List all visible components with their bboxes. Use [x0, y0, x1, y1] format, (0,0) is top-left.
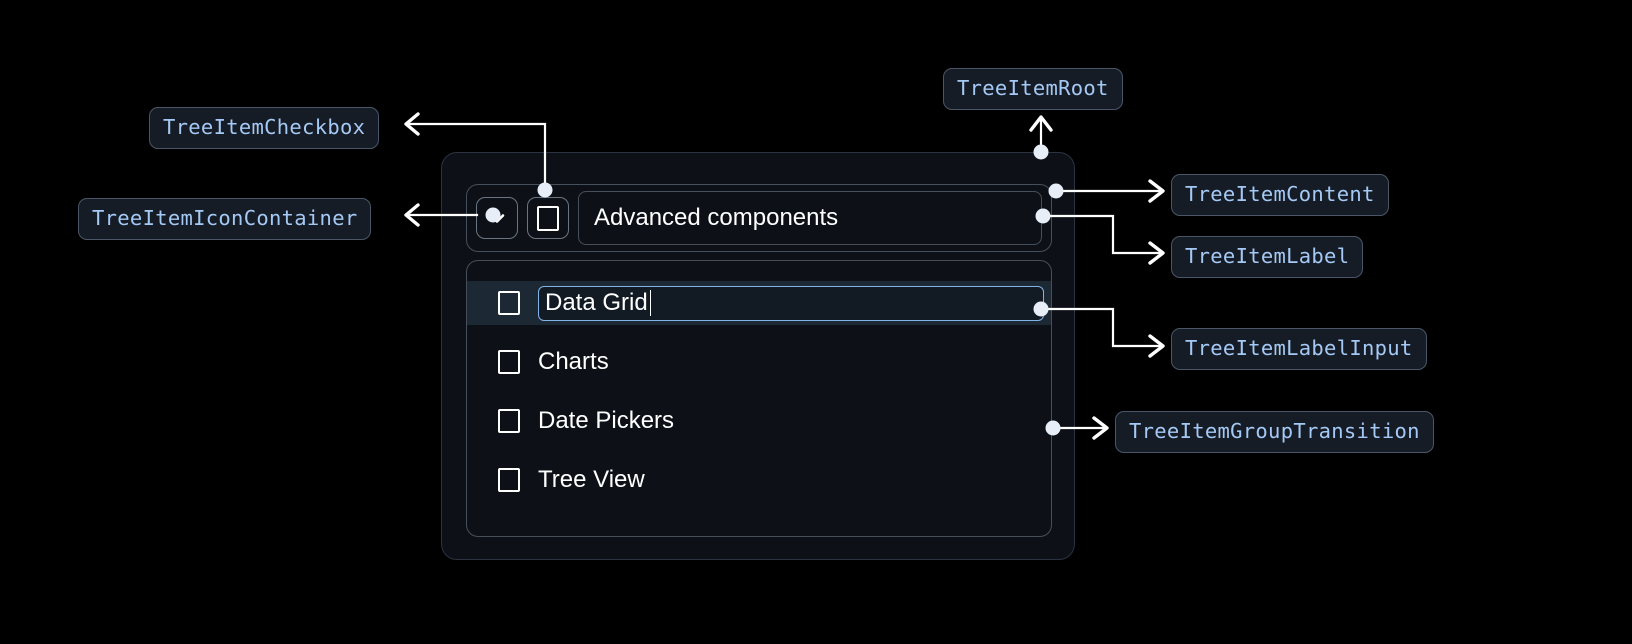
- tree-item-content[interactable]: Advanced components: [466, 184, 1052, 252]
- tree-item-root[interactable]: Advanced components Data Grid Charts Dat…: [441, 152, 1075, 560]
- tree-item-group-transition: Data Grid Charts Date Pickers Tree View: [466, 260, 1052, 537]
- annotation-tree-item-content: TreeItemContent: [1171, 174, 1389, 216]
- tree-item-label[interactable]: Advanced components: [578, 191, 1042, 245]
- tree-item-label: Charts: [538, 348, 609, 375]
- arrowhead-icon-container: [404, 203, 420, 227]
- tree-item-label-text: Advanced components: [594, 204, 839, 231]
- arrowhead-label: [1148, 241, 1165, 265]
- arrowhead-checkbox: [404, 112, 420, 136]
- annotation-tree-item-label-input: TreeItemLabelInput: [1171, 328, 1427, 370]
- tree-item-checkbox[interactable]: [498, 409, 520, 433]
- chevron-down-icon: [489, 214, 505, 223]
- tree-item-label: Tree View: [538, 466, 645, 493]
- annotation-tree-item-group-transition: TreeItemGroupTransition: [1115, 411, 1434, 453]
- tree-item-row-data-grid[interactable]: Data Grid: [467, 281, 1051, 325]
- arrowhead-content: [1148, 179, 1165, 203]
- tree-item-label-input-value: Data Grid: [545, 289, 648, 316]
- annotation-tree-item-icon-container: TreeItemIconContainer: [78, 198, 372, 240]
- tree-item-checkbox[interactable]: [527, 197, 569, 239]
- tree-item-label-input[interactable]: Data Grid: [538, 285, 1044, 321]
- checkbox-square-icon: [537, 205, 559, 231]
- annotation-tree-item-checkbox: TreeItemCheckbox: [149, 107, 380, 149]
- arrowhead-root: [1029, 115, 1053, 132]
- tree-item-row-date-pickers[interactable]: Date Pickers: [467, 399, 1051, 443]
- annotation-tree-item-label: TreeItemLabel: [1171, 236, 1364, 278]
- arrowhead-label-input: [1148, 334, 1165, 358]
- tree-item-checkbox[interactable]: [498, 291, 520, 315]
- arrowhead-group-transition: [1092, 416, 1109, 440]
- tree-item-checkbox[interactable]: [498, 468, 520, 492]
- text-caret: [649, 290, 652, 316]
- tree-item-icon-container[interactable]: [476, 197, 518, 239]
- tree-item-label: Date Pickers: [538, 407, 675, 434]
- annotation-tree-item-root: TreeItemRoot: [943, 68, 1123, 110]
- tree-item-row-charts[interactable]: Charts: [467, 340, 1051, 384]
- tree-item-checkbox[interactable]: [498, 350, 520, 374]
- tree-item-row-tree-view[interactable]: Tree View: [467, 458, 1051, 502]
